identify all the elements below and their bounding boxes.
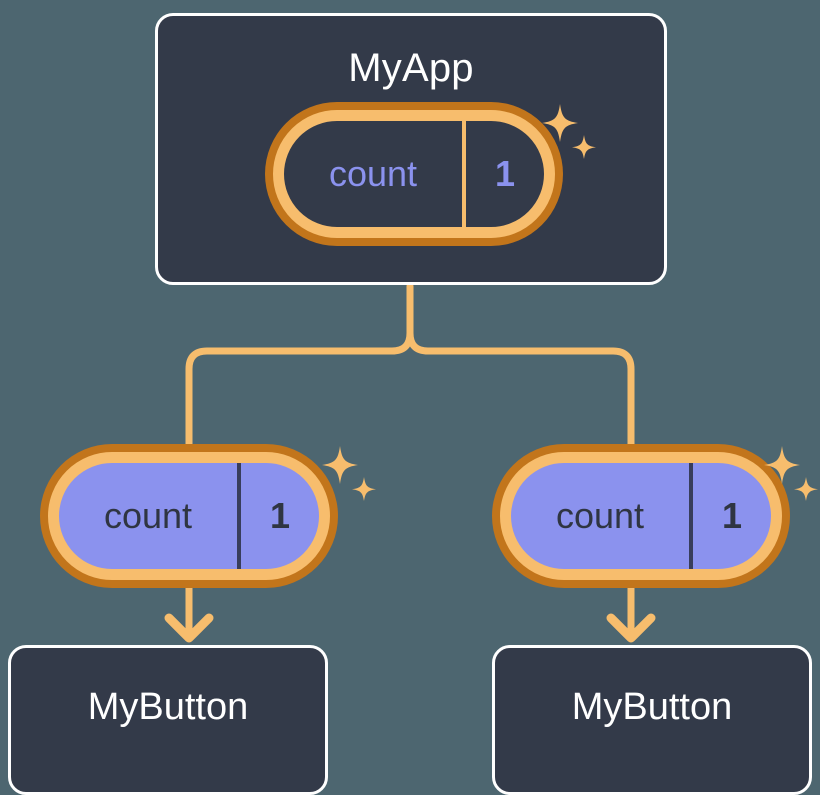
sparkle-icon — [322, 446, 358, 484]
state-pill-child-right[interactable]: count 1 — [500, 452, 782, 580]
state-value-label: 1 — [462, 121, 544, 227]
sparkle-icon-group-left — [322, 446, 376, 501]
state-pill-child-left[interactable]: count 1 — [48, 452, 330, 580]
connector-tree-path — [185, 282, 414, 456]
mybutton-label: MyButton — [571, 686, 733, 728]
diagram-canvas: MyApp count 1 count 1 count 1 MyButton M… — [8, 13, 818, 795]
state-key-label: count — [328, 153, 418, 194]
state-key-label: count — [103, 495, 193, 536]
connector-tree-path-right — [406, 329, 635, 456]
state-value-label: 1 — [237, 463, 319, 569]
arrow-down-icon-right — [606, 613, 656, 643]
state-key-label: count — [555, 495, 645, 536]
arrow-down-icon-left — [164, 613, 214, 643]
sparkle-icon-small — [794, 477, 818, 501]
sparkle-icon-small — [352, 477, 376, 501]
state-pill-myapp[interactable]: count 1 — [273, 110, 555, 238]
mybutton-label: MyButton — [87, 686, 249, 728]
mybutton-card-right: MyButton — [492, 645, 812, 795]
mybutton-card-left: MyButton — [8, 645, 328, 795]
state-value-label: 1 — [689, 463, 771, 569]
page-title: MyApp — [348, 46, 474, 90]
